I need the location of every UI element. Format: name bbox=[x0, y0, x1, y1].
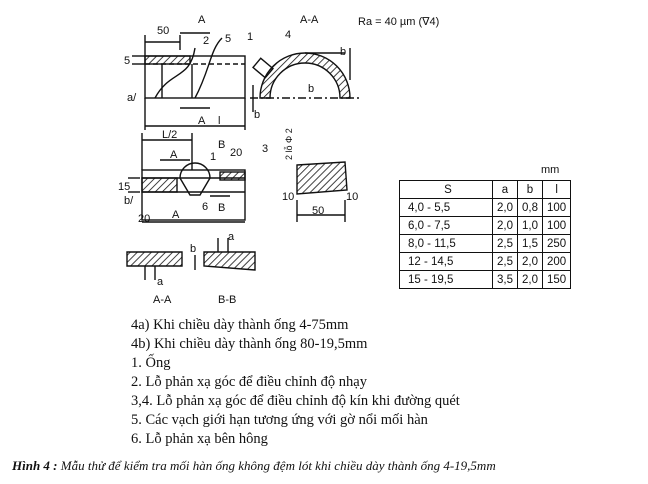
dim-50-label: 50 bbox=[157, 25, 169, 37]
legend-list: 4a) Khi chiều dày thành ống 4-75mm 4b) K… bbox=[131, 316, 460, 449]
legend-item: 4b) Khi chiều dày thành ống 80-19,5mm bbox=[131, 336, 368, 352]
technical-drawing: 50 A A A-A Ra = 40 µm (∇4) 2 5 1 4 5 a/ … bbox=[118, 14, 439, 306]
header-s: S bbox=[399, 180, 493, 199]
legend-item: 2. Lỗ phản xạ góc để điều chỉnh độ nhạy bbox=[131, 374, 367, 390]
cell: 3,5 bbox=[492, 270, 518, 289]
dim-20-top: 20 bbox=[230, 147, 242, 159]
table-unit: mm bbox=[541, 164, 560, 176]
cell: 1,0 bbox=[517, 216, 543, 235]
cell: 200 bbox=[541, 252, 572, 271]
caption-label: Hình 4 : bbox=[12, 458, 58, 473]
dim-50-b: 50 bbox=[312, 205, 324, 217]
section-title-aa: A-A bbox=[300, 14, 319, 26]
cell: 1,5 bbox=[517, 234, 543, 253]
cell: 150 bbox=[541, 270, 572, 289]
part-2: 2 bbox=[203, 35, 209, 47]
part-4: 4 bbox=[285, 29, 291, 41]
dim-5-label: 5 bbox=[124, 55, 130, 67]
dim-a-section: a bbox=[157, 276, 164, 288]
cell: 2,0 bbox=[517, 252, 543, 271]
cell: 12 - 14,5 bbox=[399, 252, 493, 271]
dim-l-label: l bbox=[218, 115, 220, 127]
legend-item: 5. Các vạch giới hạn tương ứng với gờ nổ… bbox=[131, 412, 428, 428]
header-a: a bbox=[492, 180, 518, 199]
cell: 15 - 19,5 bbox=[399, 270, 493, 289]
part-5: 5 bbox=[225, 33, 231, 45]
section-bb-label: B-B bbox=[218, 294, 236, 306]
dim-b-label-2: b bbox=[254, 109, 260, 121]
cell: 250 bbox=[541, 234, 572, 253]
figure-caption: Hình 4 : Mẫu thử để kiểm tra mối hàn ống… bbox=[12, 458, 496, 474]
fig-a-label: a/ bbox=[127, 92, 137, 104]
dim-l2-label: L/2 bbox=[162, 129, 177, 141]
dim-20-bottom: 20 bbox=[138, 213, 150, 225]
dim-holes: 2 lỗ Φ 2 bbox=[284, 128, 294, 160]
roughness-label: Ra = 40 µm (∇4) bbox=[358, 16, 439, 28]
cell: 2,0 bbox=[492, 198, 518, 217]
mark-a-bottom: A bbox=[172, 209, 180, 221]
dim-b-label: b bbox=[340, 46, 346, 58]
header-l: l bbox=[541, 180, 572, 199]
mark-a: A bbox=[170, 149, 178, 161]
part-3: 3 bbox=[262, 143, 268, 155]
dim-b-section: b bbox=[190, 243, 196, 255]
cell: 8,0 - 11,5 bbox=[399, 234, 493, 253]
fig-b-label: b/ bbox=[124, 195, 134, 207]
part-6: 6 bbox=[202, 201, 208, 213]
cell: 100 bbox=[541, 216, 572, 235]
table-header-row: S a b l bbox=[399, 180, 572, 199]
cell: 6,0 - 7,5 bbox=[399, 216, 493, 235]
part-1: 1 bbox=[247, 31, 253, 43]
section-aa-label: A-A bbox=[153, 294, 172, 306]
dim-10-right: 10 bbox=[346, 191, 358, 203]
header-b: b bbox=[517, 180, 543, 199]
part-1-b: 1 bbox=[210, 151, 216, 163]
dim-a-section-bb: a bbox=[228, 231, 235, 243]
cell: 0,8 bbox=[517, 198, 543, 217]
legend-item: 3,4. Lỗ phản xạ góc để điều chỉnh độ kín… bbox=[131, 393, 460, 409]
section-mark-a: A bbox=[198, 14, 206, 26]
legend-item: 1. Ống bbox=[131, 355, 171, 371]
legend-item: 4a) Khi chiều dày thành ống 4-75mm bbox=[131, 317, 349, 333]
legend-item: 6. Lỗ phản xạ bên hông bbox=[131, 431, 268, 447]
dim-10-left: 10 bbox=[282, 191, 294, 203]
section-mark-a-bottom: A bbox=[198, 115, 206, 127]
cell: 2,5 bbox=[492, 252, 518, 271]
mark-b: B bbox=[218, 139, 225, 151]
cell: 2,0 bbox=[517, 270, 543, 289]
cell: 4,0 - 5,5 bbox=[399, 198, 493, 217]
caption-text: Mẫu thử để kiểm tra mối hàn ống không đệ… bbox=[57, 458, 496, 473]
cell: 100 bbox=[541, 198, 572, 217]
dim-15: 15 bbox=[118, 181, 130, 193]
mark-b-bottom: B bbox=[218, 202, 225, 214]
cell: 2,0 bbox=[492, 216, 518, 235]
dim-b-label-3: b bbox=[308, 83, 314, 95]
cell: 2,5 bbox=[492, 234, 518, 253]
